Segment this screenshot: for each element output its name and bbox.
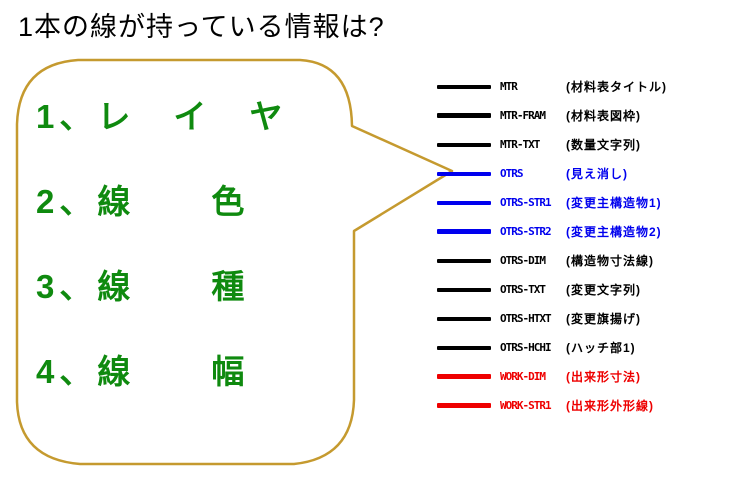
layer-description: (変更旗揚げ) — [566, 312, 641, 326]
layer-name: OTRS-HCHI — [500, 341, 552, 354]
layer-description: (変更主構造物1) — [566, 196, 662, 210]
layer-name: MTR — [500, 80, 518, 93]
bubble-item-linecolor: 2、線 色 — [36, 183, 250, 220]
bubble-item-list: 1、レ イ ヤ 2、線 色 3、線 種 4、線 幅 — [36, 90, 346, 430]
line-sample — [437, 316, 491, 321]
slide-title: 1本の線が持っている情報は? — [18, 12, 385, 42]
layer-description: (ハッチ部1) — [566, 341, 636, 355]
layer-description: (変更文字列) — [566, 283, 641, 297]
legend-row: OTRS-STR1 (変更主構造物1) — [437, 188, 667, 217]
legend-row: OTRS-HCHI (ハッチ部1) — [437, 333, 667, 362]
legend-row: WORK-STR1 (出来形外形線) — [437, 391, 667, 420]
line-sample — [437, 142, 491, 147]
line-sample — [437, 113, 491, 118]
layer-name: OTRS-STR2 — [500, 225, 552, 238]
bubble-item-linewidth: 4、線 幅 — [36, 353, 250, 390]
legend-row: OTRS (見え消し) — [437, 159, 667, 188]
line-sample — [437, 229, 491, 234]
line-sample — [437, 200, 491, 205]
layer-description: (材料表図枠) — [566, 109, 641, 123]
layer-name: MTR-FRAM — [500, 109, 546, 122]
layer-description: (出来形外形線) — [566, 399, 654, 413]
bubble-item-layer: 1、レ イ ヤ — [36, 98, 288, 135]
legend-row: OTRS-TXT (変更文字列) — [437, 275, 667, 304]
line-sample — [437, 171, 491, 176]
layer-name: WORK-STR1 — [500, 399, 552, 412]
line-sample — [437, 345, 491, 350]
line-sample — [437, 403, 491, 408]
layer-description: (出来形寸法) — [566, 370, 641, 384]
legend-row: WORK-DIM (出来形寸法) — [437, 362, 667, 391]
layer-name: OTRS — [500, 167, 524, 180]
line-sample — [437, 287, 491, 292]
line-sample — [437, 374, 491, 379]
layer-name: WORK-DIM — [500, 370, 546, 383]
legend-row: MTR-FRAM (材料表図枠) — [437, 101, 667, 130]
legend-row: MTR (材料表タイトル) — [437, 72, 667, 101]
layer-name: OTRS-HTXT — [500, 312, 552, 325]
legend-row: OTRS-HTXT (変更旗揚げ) — [437, 304, 667, 333]
legend-row: OTRS-DIM (構造物寸法線) — [437, 246, 667, 275]
legend-row: OTRS-STR2 (変更主構造物2) — [437, 217, 667, 246]
speech-bubble-outline — [15, 58, 454, 466]
layer-description: (材料表タイトル) — [566, 80, 667, 94]
layer-description: (変更主構造物2) — [566, 225, 662, 239]
layer-description: (数量文字列) — [566, 138, 641, 152]
bubble-item-linetype: 3、線 種 — [36, 268, 250, 305]
layer-description: (構造物寸法線) — [566, 254, 654, 268]
line-sample — [437, 258, 491, 263]
layer-legend: MTR (材料表タイトル) MTR-FRAM (材料表図枠) MTR-TXT (… — [437, 72, 667, 420]
layer-name: OTRS-TXT — [500, 283, 546, 296]
layer-name: OTRS-STR1 — [500, 196, 552, 209]
legend-row: MTR-TXT (数量文字列) — [437, 130, 667, 159]
line-sample — [437, 84, 491, 89]
layer-description: (見え消し) — [566, 167, 628, 181]
layer-name: MTR-TXT — [500, 138, 540, 151]
layer-name: OTRS-DIM — [500, 254, 546, 267]
